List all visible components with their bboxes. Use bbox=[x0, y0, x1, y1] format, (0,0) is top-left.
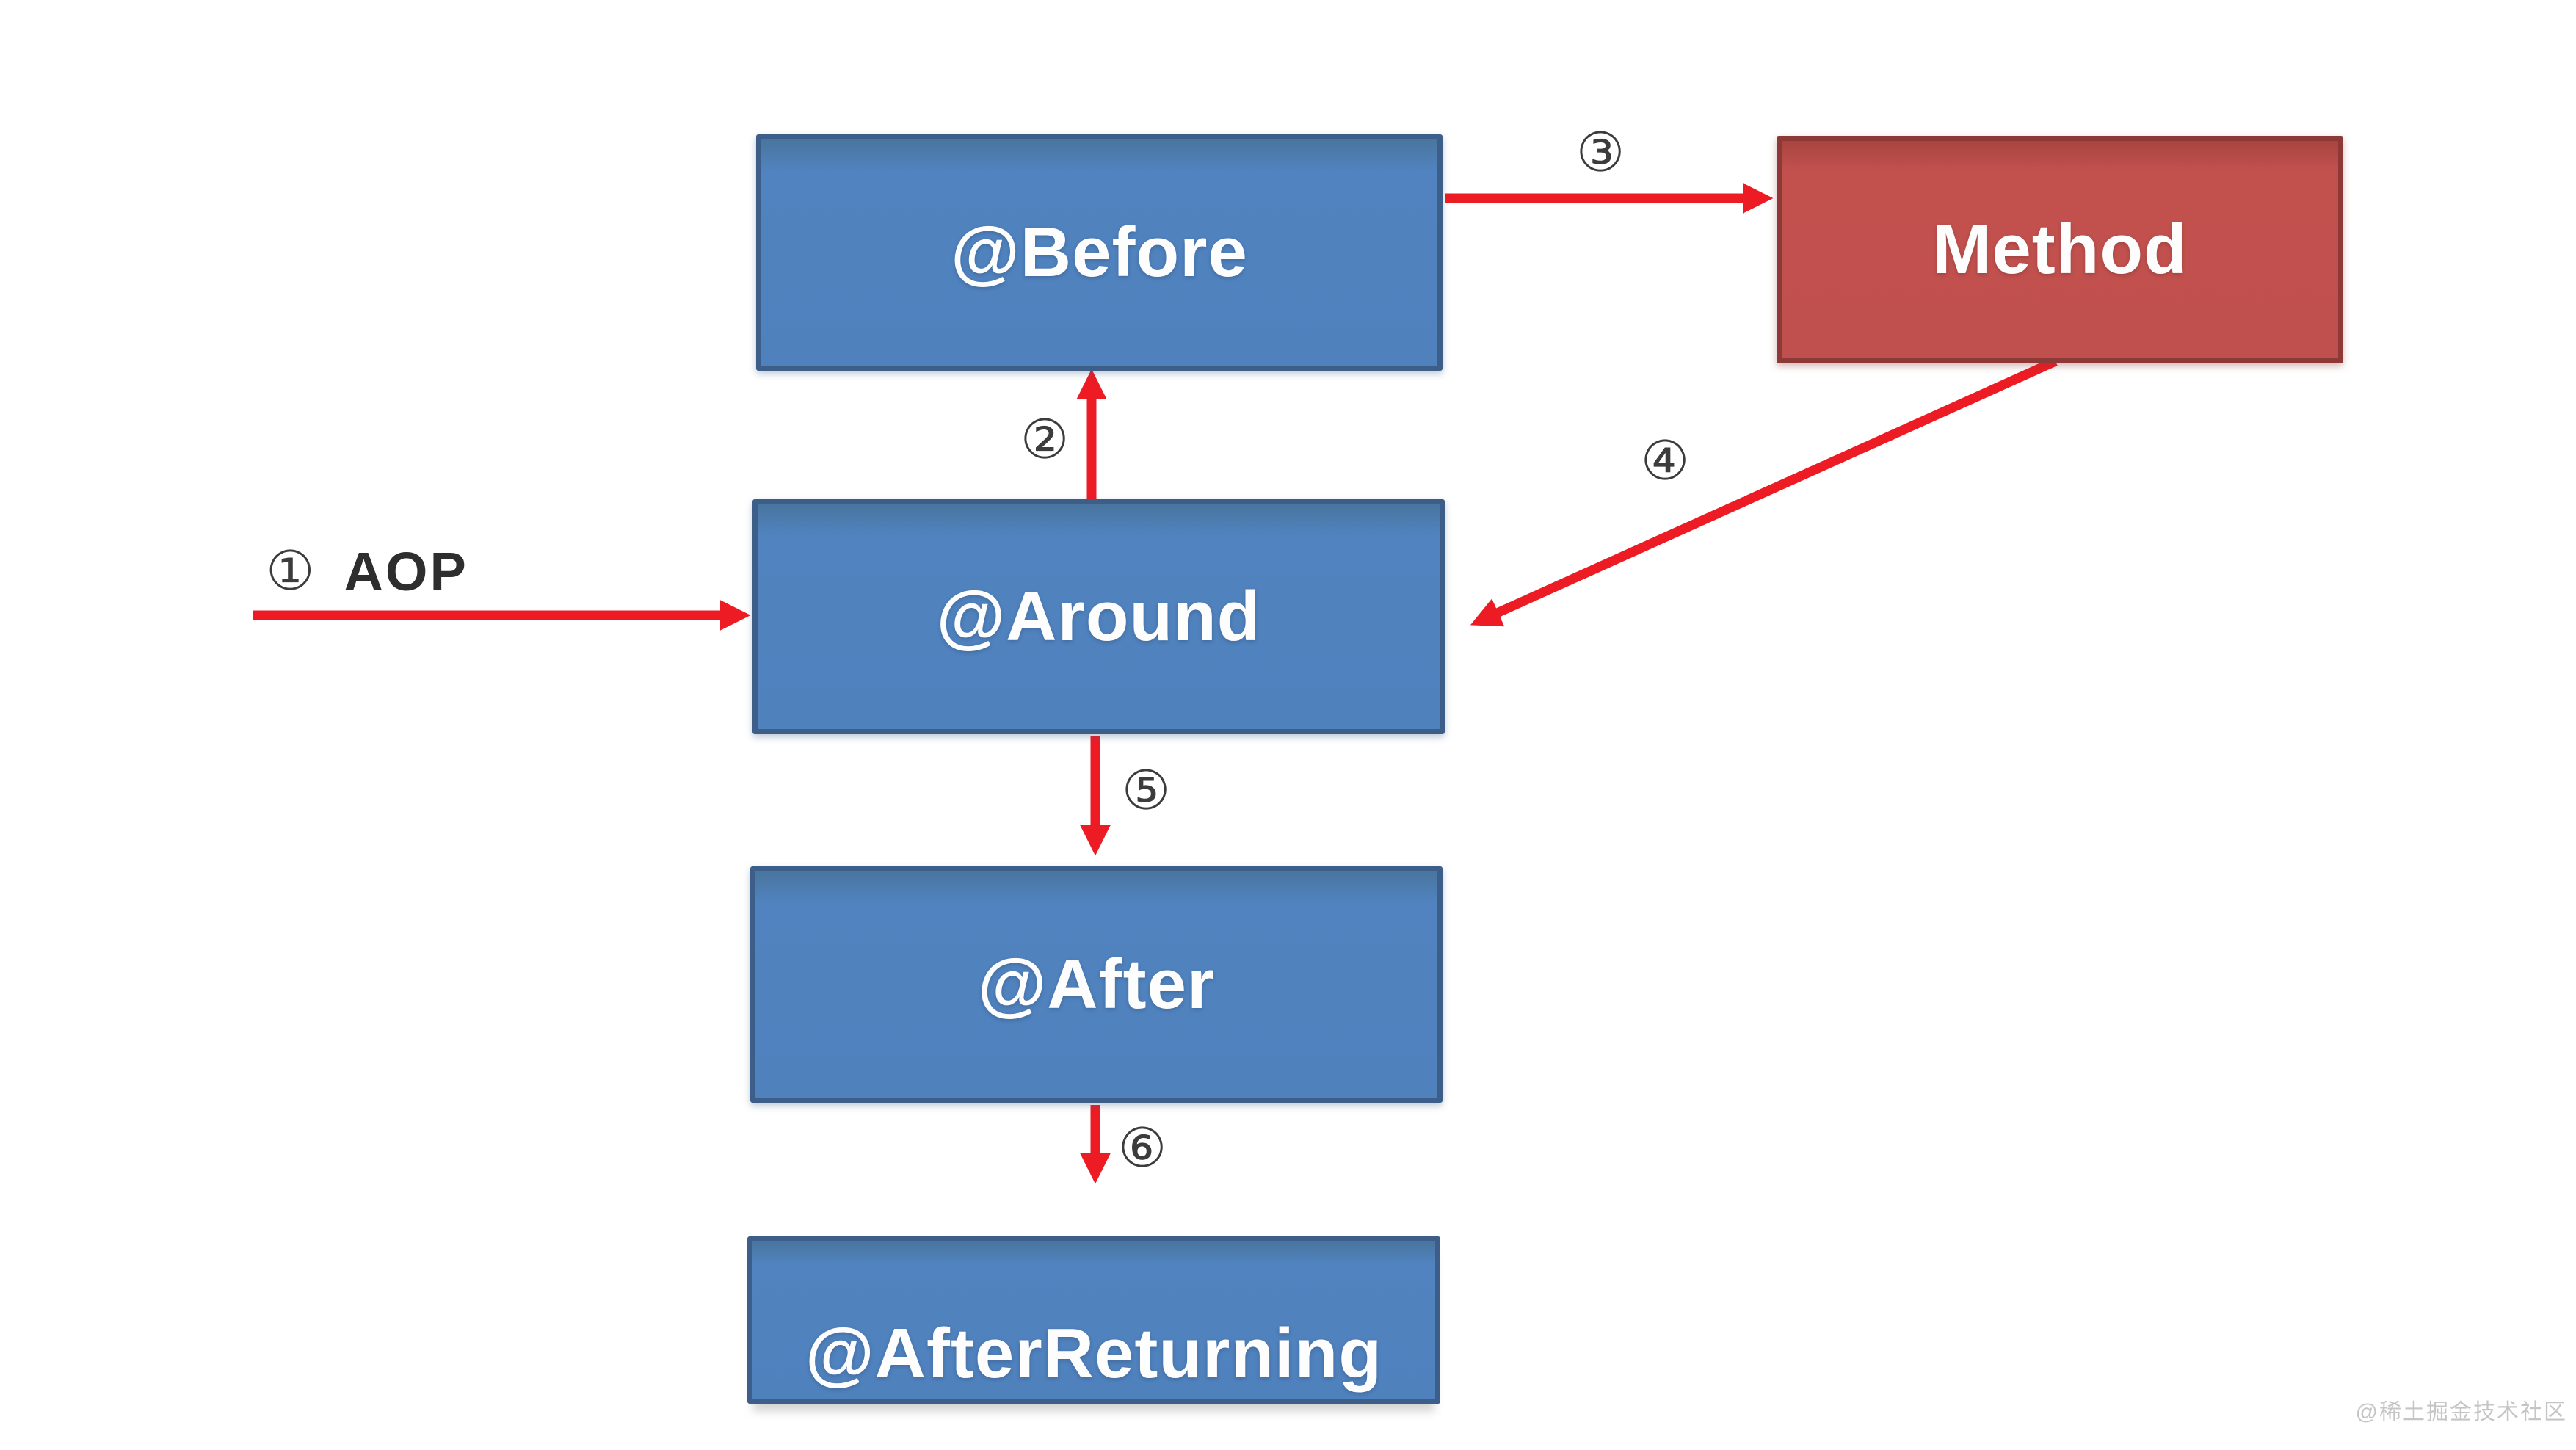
node-before-label: @Before bbox=[951, 213, 1248, 291]
arrow-4-method-to-around bbox=[1470, 357, 2058, 627]
circled-number-5: ⑤ bbox=[1121, 759, 1171, 822]
step-label-4: ④ bbox=[1641, 429, 1689, 493]
circled-number-1: ① bbox=[266, 540, 315, 603]
node-after-returning: @AfterReturning bbox=[747, 1236, 1440, 1404]
node-before: @Before bbox=[756, 134, 1443, 371]
step-label-2: ② bbox=[1020, 408, 1069, 471]
node-method-label: Method bbox=[1932, 210, 2188, 289]
circled-number-3: ③ bbox=[1575, 121, 1625, 184]
node-method: Method bbox=[1777, 136, 2343, 363]
step-label-6: ⑥ bbox=[1118, 1117, 1167, 1180]
circled-number-4: ④ bbox=[1640, 429, 1690, 493]
circled-number-6: ⑥ bbox=[1117, 1117, 1167, 1180]
step-label-3: ③ bbox=[1576, 121, 1625, 184]
step-label-5: ⑤ bbox=[1122, 759, 1170, 822]
node-after-label: @After bbox=[977, 945, 1216, 1023]
watermark-text: @稀土掘金技术社区 bbox=[2355, 1400, 2567, 1424]
node-after: @After bbox=[750, 866, 1443, 1103]
step-1-text: AOP bbox=[344, 540, 468, 602]
step-label-1: ① AOP bbox=[266, 540, 468, 603]
node-after-returning-label: @AfterReturning bbox=[805, 1314, 1382, 1393]
node-around: @Around bbox=[752, 499, 1445, 734]
circled-number-2: ② bbox=[1020, 408, 1070, 471]
node-around-label: @Around bbox=[936, 577, 1261, 656]
